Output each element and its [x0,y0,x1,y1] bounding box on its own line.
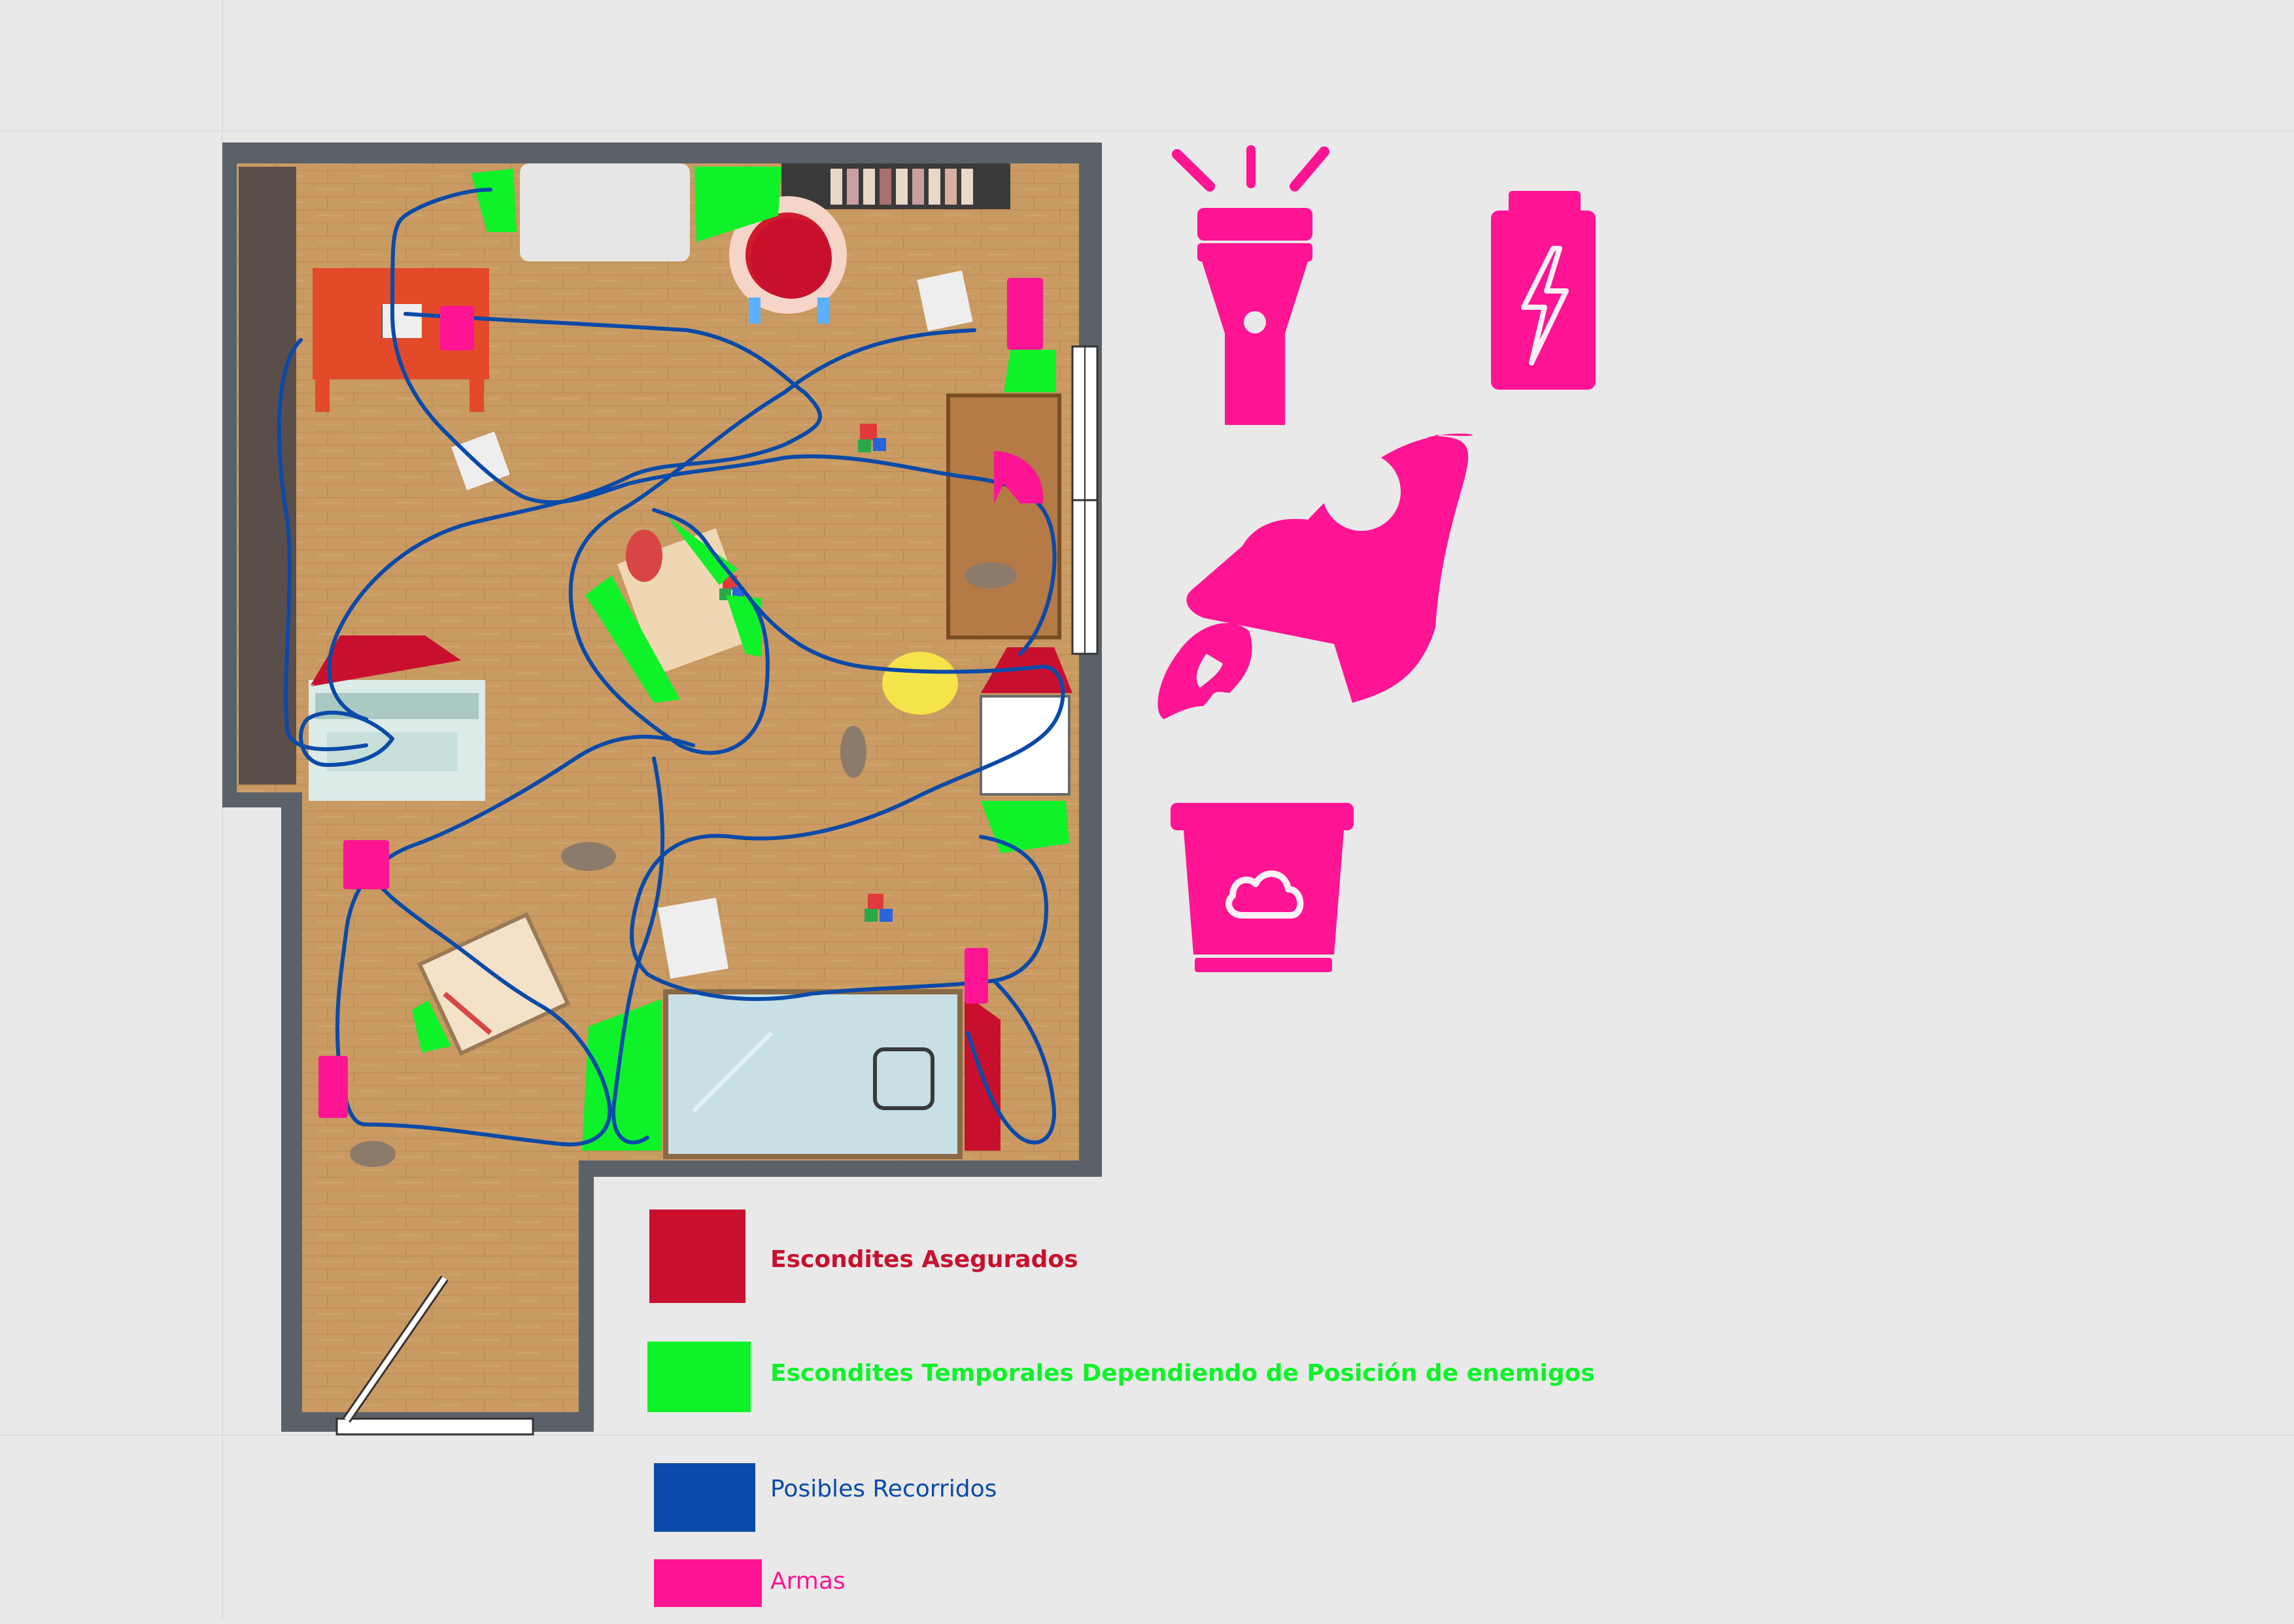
legend-swatch-secured [649,1210,745,1303]
legend-label-routes: Posibles Recorridos [770,1476,997,1502]
door [335,1276,534,1436]
bookshelf [781,163,1010,209]
battery-icon [1491,191,1596,390]
toy-dinosaurs [350,562,1017,1167]
rocket-icon [1157,433,1473,719]
wooden-desk [946,394,1061,639]
weapon-pickups [318,278,1044,1118]
legend-label-temporary: Escondites Temporales Dependiendo de Pos… [770,1360,1595,1387]
flashlight-icon [1172,145,1329,425]
secured-hiding-spots [311,218,1072,1151]
temporary-hiding-spots [412,167,1069,1151]
white-rug [520,163,690,262]
legend-swatch-temporary [647,1342,751,1412]
crib [663,989,963,1159]
legend-swatch-weapons [654,1559,762,1607]
legend-swatch-routes [654,1463,755,1532]
window [1071,345,1099,655]
play-easel [417,912,571,1056]
yellow-stool [882,652,958,715]
legend-label-weapons: Armas [770,1568,846,1595]
white-shelf [980,695,1070,796]
marker-sets [383,270,973,979]
slime-bucket-icon [1171,803,1354,972]
legend-label-secured: Escondites Asegurados [770,1246,1078,1273]
